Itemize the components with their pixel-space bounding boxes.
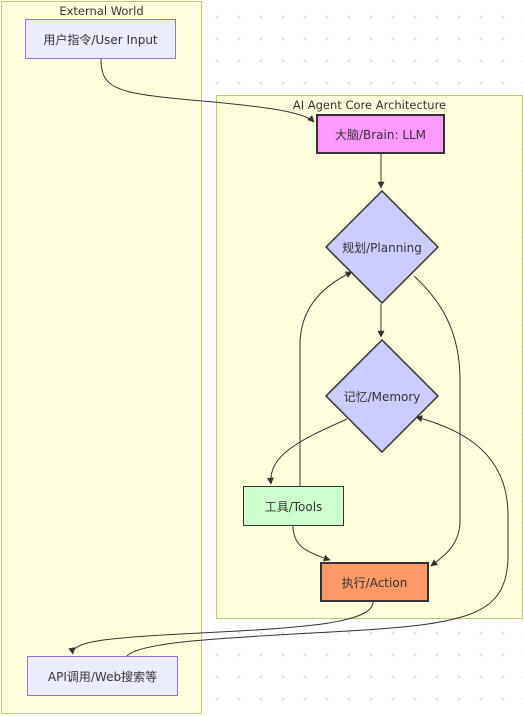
action-label: 执行/Action (341, 575, 408, 590)
core-architecture-cluster: AI Agent Core Architecture (216, 95, 523, 619)
edge-action-to-api (68, 601, 374, 655)
planning-label: 规划/Planning (342, 240, 422, 255)
tools-label: 工具/Tools (264, 499, 323, 514)
brain-llm-label: 大脑/Brain: LLM (334, 127, 427, 142)
user-input-label: 用户指令/User Input (43, 32, 158, 47)
edge-planning-to-action (413, 275, 461, 567)
brain-llm-node[interactable]: 大脑/Brain: LLM (316, 114, 445, 154)
external-world-cluster: External World (1, 1, 202, 714)
edge-tools-to-planning (299, 271, 353, 486)
api-web-search-node[interactable]: API调用/Web搜索等 (27, 656, 178, 696)
api-web-search-label: API调用/Web搜索等 (47, 669, 158, 684)
action-node[interactable]: 执行/Action (320, 562, 429, 602)
core-architecture-title: AI Agent Core Architecture (292, 98, 447, 112)
edge-memory-to-tools (266, 418, 348, 485)
user-input-node[interactable]: 用户指令/User Input (25, 19, 176, 59)
memory-decision-node[interactable]: 记忆/Memory (325, 339, 439, 453)
edge-tools-to-action (292, 525, 331, 562)
planning-diamond-shape (325, 190, 439, 304)
edge-api-to-memory (126, 415, 509, 657)
external-world-title: External World (59, 4, 144, 18)
planning-decision-node[interactable]: 规划/Planning (325, 190, 439, 304)
tools-node[interactable]: 工具/Tools (243, 486, 344, 526)
memory-label: 记忆/Memory (343, 389, 421, 404)
edge-user-input-to-brain (100, 58, 315, 123)
memory-diamond-shape (325, 339, 439, 453)
